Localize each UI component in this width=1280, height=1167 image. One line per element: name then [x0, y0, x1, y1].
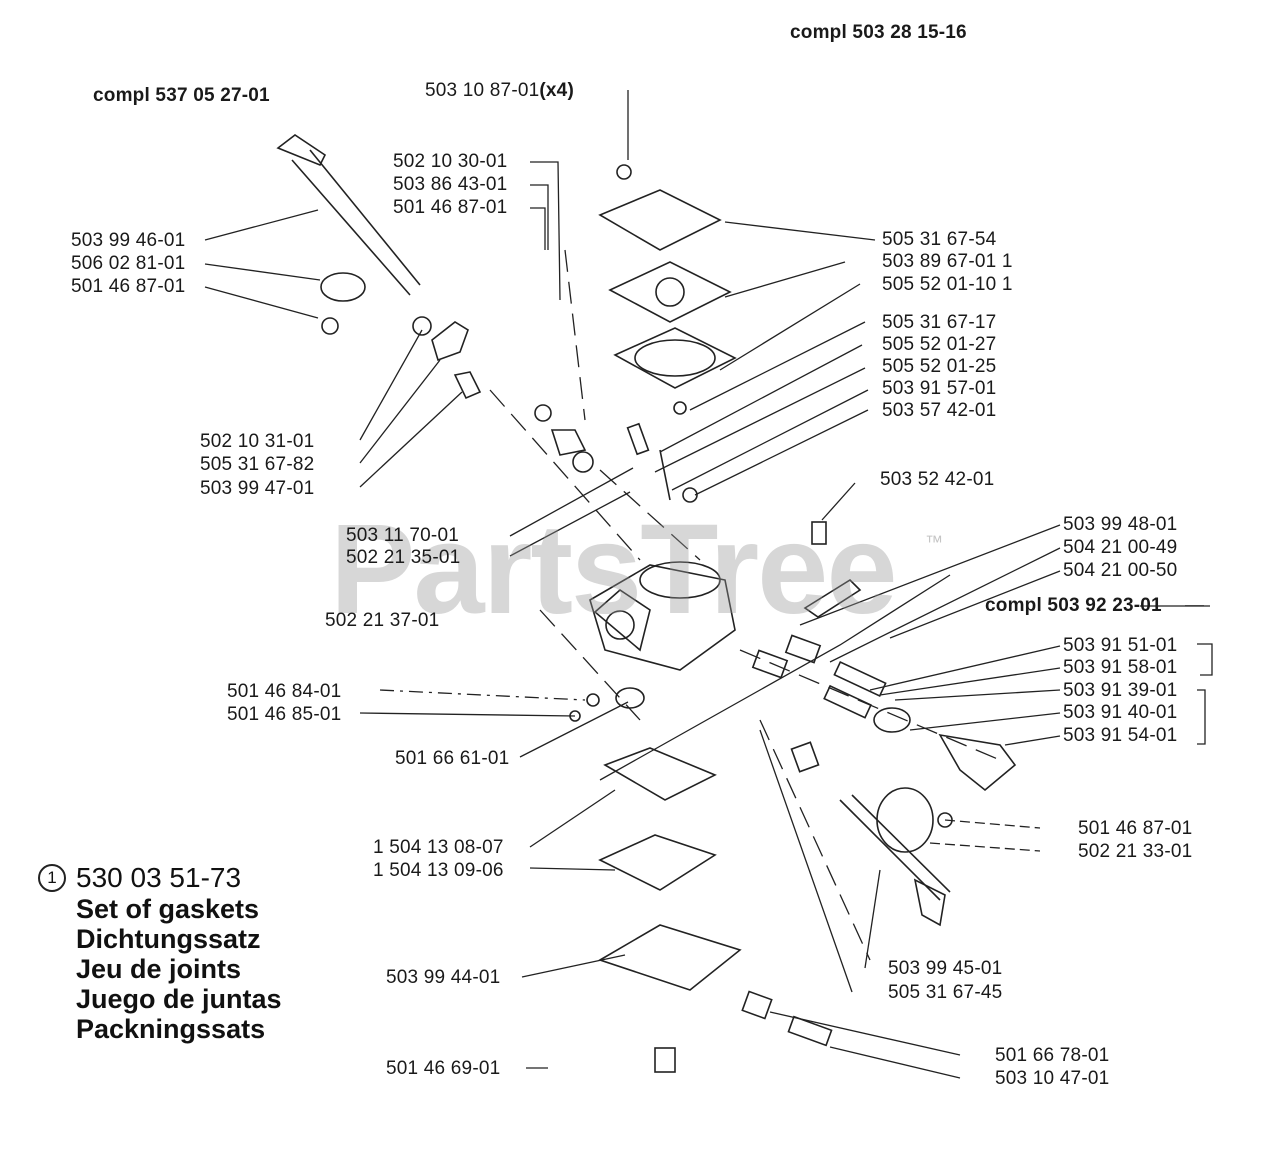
part-label[interactable]: 505 52 01-27	[882, 334, 997, 355]
part-label[interactable]: 502 21 37-01	[325, 610, 440, 631]
part-label[interactable]: 506 02 81-01	[71, 253, 186, 274]
lower-cover-parts	[598, 741, 833, 1073]
part-label[interactable]: 503 91 40-01	[1063, 702, 1178, 723]
part-quantity: (x4)	[539, 80, 574, 101]
part-label[interactable]: 501 46 84-01	[227, 681, 342, 702]
choke-shaft-assembly	[839, 787, 953, 927]
part-number: 503 89 67-01	[882, 251, 997, 272]
part-label[interactable]: 503 91 58-01	[1063, 657, 1178, 678]
gasket-set-legend: 1 530 03 51-73 Set of gaskets Dichtungss…	[38, 862, 282, 1044]
legend-part-number[interactable]: 530 03 51-73	[76, 862, 242, 893]
legend-number-row: 1 530 03 51-73	[38, 862, 282, 894]
part-label[interactable]: 502 10 30-01	[393, 151, 508, 172]
legend-name-sv: Packningssats	[76, 1014, 266, 1044]
carburetor-body	[569, 561, 736, 722]
part-label[interactable]: 501 46 85-01	[227, 704, 342, 725]
part-label[interactable]: 503 89 67-01 1	[882, 251, 1013, 273]
part-label[interactable]: 503 99 47-01	[200, 478, 315, 499]
part-label[interactable]: 503 10 87-01(x4)	[425, 80, 574, 102]
part-label[interactable]: 505 31 67-17	[882, 312, 997, 333]
compl-label-right-dash: —	[1185, 595, 1205, 616]
part-label[interactable]: 505 31 67-82	[200, 454, 315, 475]
part-label[interactable]: 501 46 87-01	[393, 197, 508, 218]
trademark-symbol: ™	[925, 532, 943, 552]
part-label[interactable]: 505 52 01-10 1	[882, 274, 1013, 296]
part-label[interactable]: 503 91 57-01	[882, 378, 997, 399]
part-number: 503 10 87-01	[425, 80, 540, 101]
part-label[interactable]: 505 52 01-25	[882, 356, 997, 377]
part-label[interactable]: 503 11 70-01	[346, 525, 459, 546]
part-label[interactable]: 503 10 47-01	[995, 1068, 1110, 1089]
part-label[interactable]: 504 21 00-49	[1063, 537, 1178, 558]
adjustment-screws	[751, 578, 1017, 792]
part-label[interactable]: 503 99 48-01	[1063, 514, 1178, 535]
legend-name-fr: Jeu de joints	[76, 954, 242, 984]
part-label[interactable]: 503 91 54-01	[1063, 725, 1178, 746]
compl-label-top: compl 503 28 15-16	[790, 22, 967, 43]
legend-name-es: Juego de juntas	[76, 984, 282, 1014]
part-label[interactable]: 501 46 87-01	[71, 276, 186, 297]
part-label[interactable]: 502 21 33-01	[1078, 841, 1193, 862]
gasket-set-ref: 1	[1001, 251, 1013, 272]
part-label[interactable]: 1 504 13 08-07	[373, 837, 504, 858]
leader-lines	[204, 90, 1213, 1079]
gaskets-stack	[598, 164, 737, 415]
part-label[interactable]: 503 91 51-01	[1063, 635, 1178, 656]
legend-ref-circle: 1	[38, 864, 66, 892]
gasket-set-ref: 1	[1001, 274, 1013, 295]
part-label[interactable]: 503 99 46-01	[71, 230, 186, 251]
part-label[interactable]: 505 31 67-54	[882, 229, 997, 250]
part-label[interactable]: 505 31 67-45	[888, 982, 1003, 1003]
part-label[interactable]: 503 91 39-01	[1063, 680, 1178, 701]
part-number: 505 52 01-10	[882, 274, 997, 295]
part-label[interactable]: 502 10 31-01	[200, 431, 315, 452]
part-label[interactable]: 504 21 00-50	[1063, 560, 1178, 581]
part-label[interactable]: 1 504 13 09-06	[373, 860, 504, 881]
legend-name-en: Set of gaskets	[76, 894, 260, 924]
compl-label-right: compl 503 92 23-01	[985, 595, 1162, 616]
part-label[interactable]: 503 99 44-01	[386, 967, 501, 988]
part-label[interactable]: 501 66 61-01	[395, 748, 510, 769]
part-label[interactable]: 503 52 42-01	[880, 469, 995, 490]
part-label[interactable]: 501 46 69-01	[386, 1058, 501, 1079]
part-label[interactable]: 502 21 35-01	[346, 547, 461, 568]
legend-name-de: Dichtungssatz	[76, 924, 261, 954]
part-label[interactable]: 503 99 45-01	[888, 958, 1003, 979]
part-label[interactable]: 501 66 78-01	[995, 1045, 1110, 1066]
watermark-text: PartsTree	[330, 498, 897, 641]
valve-parts	[534, 404, 827, 545]
part-label[interactable]: 503 57 42-01	[882, 400, 997, 421]
throttle-shaft-assembly	[276, 134, 482, 400]
part-label[interactable]: 501 46 87-01	[1078, 818, 1193, 839]
compl-label-left: compl 537 05 27-01	[93, 85, 270, 106]
part-label[interactable]: 503 86 43-01	[393, 174, 508, 195]
